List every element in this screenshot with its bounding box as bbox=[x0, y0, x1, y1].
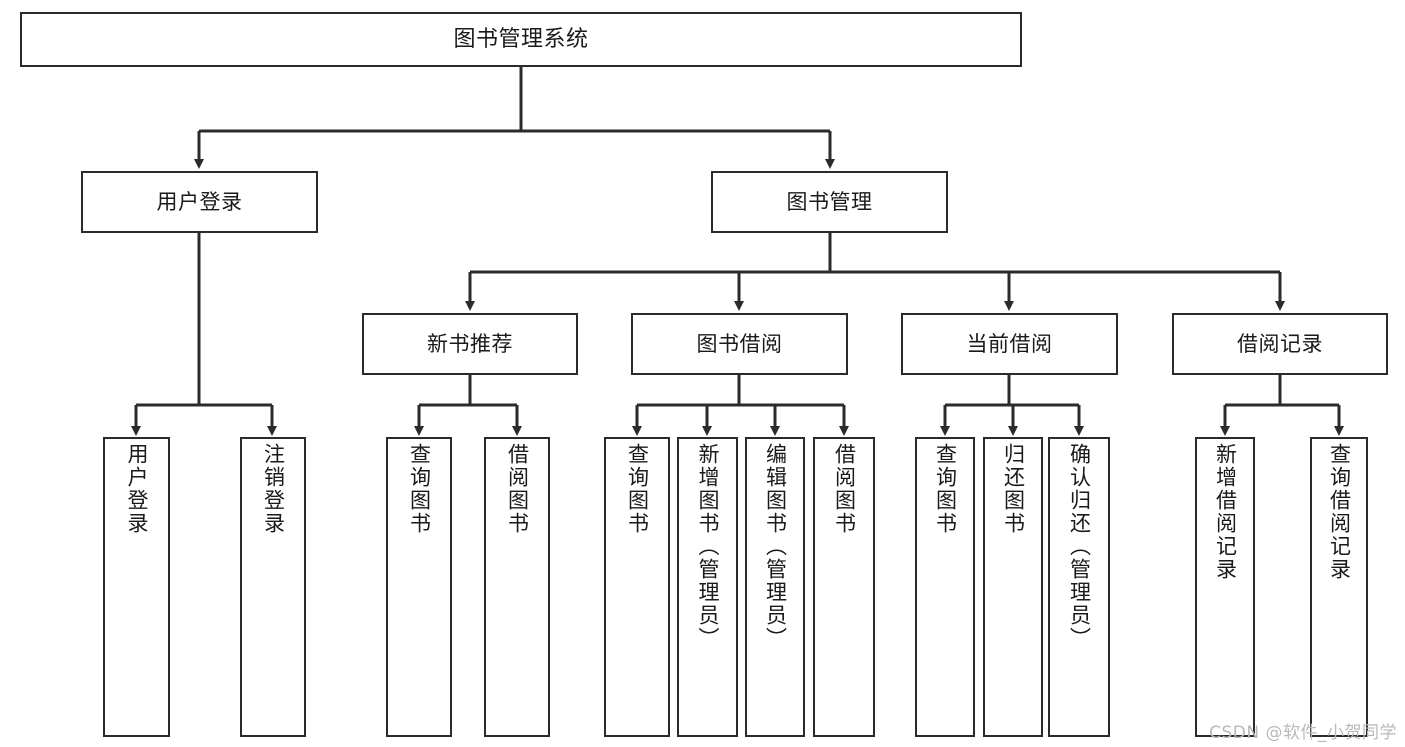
node-leaf-add-book[interactable]: 新增图书（管理员） bbox=[677, 437, 738, 737]
node-root-label: 图书管理系统 bbox=[453, 26, 589, 52]
node-book-borrow-label: 图书借阅 bbox=[696, 331, 783, 356]
node-leaf-logout[interactable]: 注销登录 bbox=[240, 437, 306, 737]
node-new-book-recommend-label: 新书推荐 bbox=[427, 331, 513, 356]
node-leaf-borrow-book-rec-label: 借阅图书 bbox=[505, 443, 530, 535]
node-leaf-borrow-book[interactable]: 借阅图书 bbox=[813, 437, 875, 737]
node-borrow-records-label: 借阅记录 bbox=[1237, 331, 1323, 356]
node-leaf-add-record-label: 新增借阅记录 bbox=[1213, 443, 1238, 581]
node-leaf-query-record-label: 查询借阅记录 bbox=[1327, 443, 1352, 581]
node-book-management-label: 图书管理 bbox=[786, 189, 873, 214]
node-leaf-query-book-borrow[interactable]: 查询图书 bbox=[604, 437, 670, 737]
node-leaf-add-book-label: 新增图书（管理员） bbox=[696, 443, 720, 650]
node-leaf-logout-label: 注销登录 bbox=[261, 443, 286, 535]
node-leaf-return-book-label: 归还图书 bbox=[1001, 443, 1026, 535]
node-book-management[interactable]: 图书管理 bbox=[711, 171, 948, 233]
node-user-login-label: 用户登录 bbox=[156, 189, 243, 214]
node-leaf-query-book-rec-label: 查询图书 bbox=[407, 443, 432, 535]
node-leaf-query-book-current-label: 查询图书 bbox=[933, 443, 958, 535]
node-leaf-query-book-current[interactable]: 查询图书 bbox=[915, 437, 975, 737]
node-book-borrow[interactable]: 图书借阅 bbox=[631, 313, 848, 375]
node-leaf-confirm-return-label: 确认归还（管理员） bbox=[1067, 443, 1092, 650]
node-user-login[interactable]: 用户登录 bbox=[81, 171, 318, 233]
node-leaf-edit-book-label: 编辑图书（管理员） bbox=[763, 443, 788, 650]
node-leaf-borrow-book-rec[interactable]: 借阅图书 bbox=[484, 437, 550, 737]
node-new-book-recommend[interactable]: 新书推荐 bbox=[362, 313, 578, 375]
node-borrow-records[interactable]: 借阅记录 bbox=[1172, 313, 1388, 375]
watermark-text: CSDN @软件_小贺同学 bbox=[1209, 723, 1397, 743]
node-leaf-return-book[interactable]: 归还图书 bbox=[983, 437, 1043, 737]
node-root[interactable]: 图书管理系统 bbox=[20, 12, 1022, 67]
node-leaf-query-book-borrow-label: 查询图书 bbox=[625, 443, 650, 535]
node-leaf-edit-book[interactable]: 编辑图书（管理员） bbox=[745, 437, 805, 737]
node-leaf-confirm-return[interactable]: 确认归还（管理员） bbox=[1048, 437, 1110, 737]
node-leaf-user-login-label: 用户登录 bbox=[125, 443, 149, 535]
node-leaf-query-book-rec[interactable]: 查询图书 bbox=[386, 437, 452, 737]
node-leaf-borrow-book-label: 借阅图书 bbox=[832, 443, 857, 535]
node-leaf-query-record[interactable]: 查询借阅记录 bbox=[1310, 437, 1368, 737]
node-current-borrow[interactable]: 当前借阅 bbox=[901, 313, 1118, 375]
node-leaf-add-record[interactable]: 新增借阅记录 bbox=[1195, 437, 1255, 737]
node-leaf-user-login[interactable]: 用户登录 bbox=[103, 437, 170, 737]
node-current-borrow-label: 当前借阅 bbox=[966, 331, 1053, 356]
